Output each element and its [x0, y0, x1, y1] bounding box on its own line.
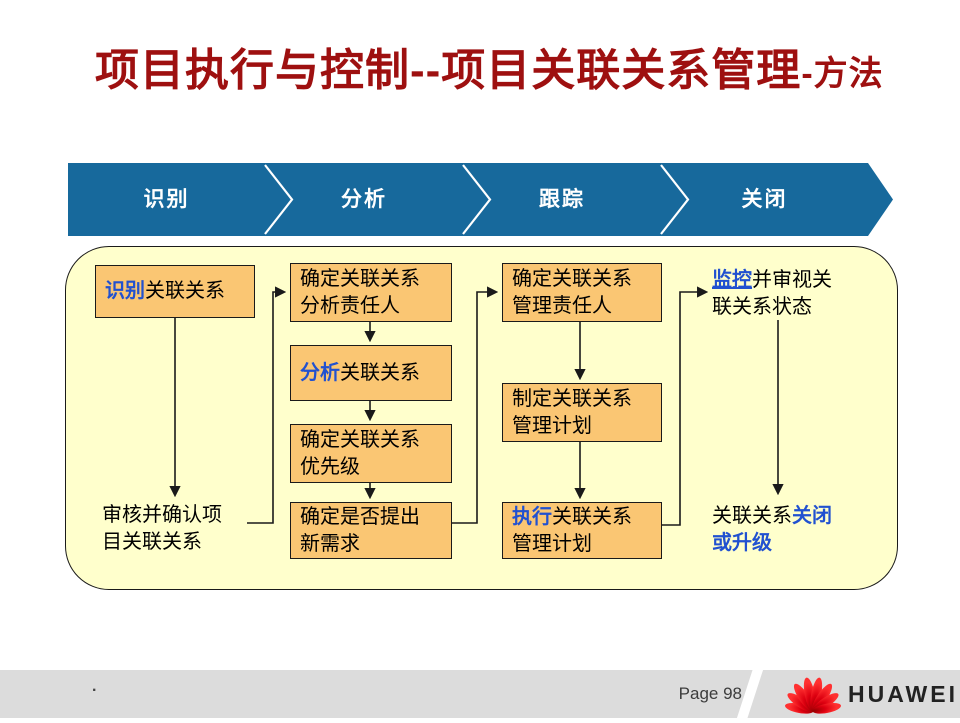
stray-dot: . — [92, 678, 97, 695]
flow-text-close: 关联关系关闭 或升级 — [712, 503, 882, 556]
flow-box-mgmt-owner: 确定关联关系 管理责任人 — [502, 263, 662, 322]
phase-label-identify: 识别 — [143, 188, 190, 211]
phase-label-analyze: 分析 — [341, 188, 387, 211]
flow-text-close-plain: 关联关系 — [712, 505, 792, 527]
chevron-separator-icon — [462, 164, 492, 235]
flow-box-analysis-owner: 确定关联关系 分析责任人 — [290, 263, 452, 322]
flow-text-monitor-rest: 并审视关 联关系状态 — [712, 269, 832, 318]
keyword-monitor: 监控 — [712, 269, 752, 291]
flow-text-review: 审核并确认项 目关联关系 — [102, 504, 222, 553]
phase-label-close: 关闭 — [741, 188, 788, 211]
flow-box-identify: 识别关联关系 — [95, 265, 255, 318]
flow-box-new-demand: 确定是否提出 新需求 — [290, 502, 452, 559]
chevron-separator-icon — [264, 164, 294, 235]
page-title: 项目执行与控制--项目关联关系管理-方法 — [95, 34, 955, 98]
phase-bar-shape — [68, 163, 893, 236]
flow-box-priority-text: 确定关联关系 优先级 — [300, 428, 420, 478]
keyword-identify: 识别 — [105, 280, 145, 303]
keyword-analyze: 分析 — [300, 361, 340, 384]
huawei-flower-icon — [784, 677, 842, 714]
flow-box-execute-text: 执行关联关系 管理计划 — [512, 504, 632, 557]
huawei-wordmark: HUAWEI — [848, 681, 958, 707]
page-title-suffix: -方法 — [801, 55, 884, 93]
flow-box-identify-rest: 关联关系 — [145, 280, 225, 303]
flow-box-analysis-owner-text: 确定关联关系 分析责任人 — [300, 267, 420, 317]
flow-box-mgmt-plan-text: 制定关联关系 管理计划 — [512, 387, 632, 437]
flow-box-analyze-text: 分析关联关系 — [300, 360, 420, 387]
page-number: Page 98 — [678, 684, 742, 703]
flow-box-analyze-rest: 关联关系 — [340, 361, 420, 384]
flow-box-mgmt-plan: 制定关联关系 管理计划 — [502, 383, 662, 442]
keyword-execute: 执行 — [512, 505, 552, 528]
flow-box-mgmt-owner-text: 确定关联关系 管理责任人 — [512, 267, 632, 317]
phase-bar-arrow-shape — [68, 163, 893, 236]
phase-label-track: 跟踪 — [539, 188, 585, 211]
keyword-close-upgrade: 关闭 或升级 — [712, 505, 832, 554]
flow-box-execute: 执行关联关系 管理计划 — [502, 502, 662, 559]
phase-bar: 识别 分析 跟踪 关闭 — [68, 163, 893, 236]
flow-box-analyze: 分析关联关系 — [290, 345, 452, 401]
flow-text-monitor: 监控并审视关 联关系状态 — [712, 267, 882, 320]
flow-box-identify-text: 识别关联关系 — [105, 278, 225, 305]
chevron-separator-icon — [660, 164, 690, 235]
flow-box-new-demand-text: 确定是否提出 新需求 — [300, 505, 420, 555]
flow-box-priority: 确定关联关系 优先级 — [290, 424, 452, 483]
page-title-main: 项目执行与控制--项目关联关系管理 — [95, 46, 802, 95]
flow-box-execute-rest: 关联关系 管理计划 — [512, 505, 632, 555]
footer-bar: . Page 98 HUAWEI — [0, 664, 960, 723]
